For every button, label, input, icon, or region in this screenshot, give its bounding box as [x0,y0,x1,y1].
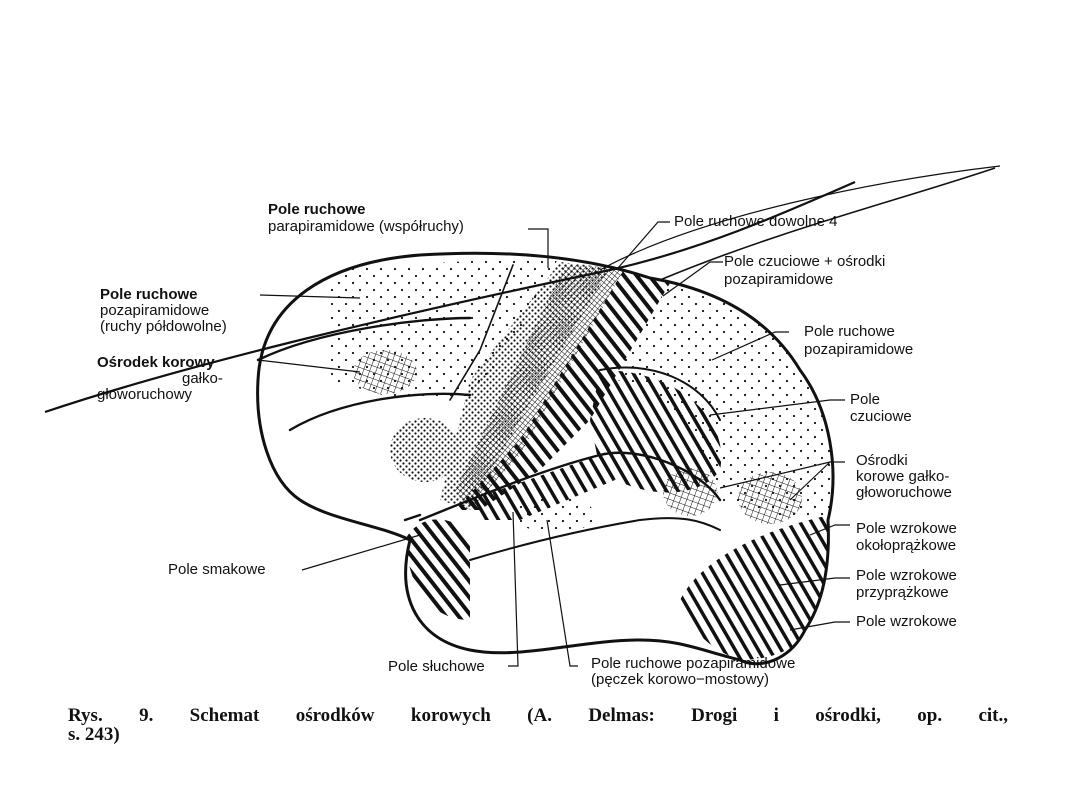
label-extrapyramidal-right-1: Pole ruchowe [804,323,895,340]
label-sensory-2: czuciowe [850,408,912,425]
caption-line-1: Rys. 9. Schemat ośrodków korowych (A. De… [68,706,1008,725]
label-parapyramidal-text: parapiramidowe (współruchy) [268,218,464,235]
caption-line-2: s. 243) [68,724,120,745]
label-extrapyramidal-right-2: pozapiramidowe [804,341,914,358]
label-visual-parastriate-1: Pole wzrokowe [856,567,957,584]
label-auditory: Pole słuchowe [388,658,485,675]
caption-word: i [773,705,779,726]
label-sensory-1: Pole [850,391,881,408]
leader-lines [257,221,850,667]
label-extrapyramidal-left-1: Pole ruchowe [100,286,198,303]
caption-word: korowych [410,705,491,726]
label-eye-head-centers-2: korowe gałko- [856,468,950,485]
caption-word: Schemat [189,705,260,726]
label-visual: Pole wzrokowe [856,613,957,630]
label-eye-head-centers-1: Ośrodki [856,452,908,469]
label-corticopontine-2: (pęczek korowo−mostowy) [591,671,769,688]
label-visual-peristriate-2: okołoprążkowe [856,537,957,554]
caption-word: ośrodki, [815,705,881,726]
label-extrapyramidal-left-2: pozapiramidowe [100,302,210,319]
label-gustatory: Pole smakowe [168,561,266,578]
label-parapyramidal-title: Pole ruchowe [268,201,366,218]
caption-word: op. [917,705,943,726]
caption-word: cit., [978,705,1008,726]
figure-caption: Rys. 9. Schemat ośrodków korowych (A. De… [68,706,1008,744]
caption-word: Delmas: [588,705,655,726]
caption-word: Rys. [68,705,103,726]
label-sensory-plus-2: pozapiramidowe [724,271,834,288]
caption-word: (A. [527,705,552,726]
caption-word: ośrodków [295,705,375,726]
label-eye-head-center-2: gałko- [182,370,223,387]
label-eye-head-centers-3: głoworuchowe [856,484,952,501]
label-eye-head-center-3: głoworuchowy [97,386,193,403]
label-sensory-plus-1: Pole czuciowe + ośrodki [724,253,886,270]
label-visual-parastriate-2: przyprążkowe [856,584,949,601]
brain-outline [256,251,835,666]
label-parapyramidal-sub: parapiramidowe (współruchy) [268,219,464,235]
label-extrapyramidal-left-3: (ruchy półdowolne) [100,318,227,335]
label-corticopontine-1: Pole ruchowe pozapiramidowe [591,655,796,672]
label-eye-head-center-1: Ośrodek korowy [97,354,215,371]
label-visual-peristriate-1: Pole wzrokowe [856,520,957,537]
caption-word: Drogi [691,705,738,726]
caption-word: 9. [139,705,154,726]
label-voluntary-motor: Pole ruchowe dowolne 4 [674,213,838,230]
cortex-regions [330,255,830,660]
